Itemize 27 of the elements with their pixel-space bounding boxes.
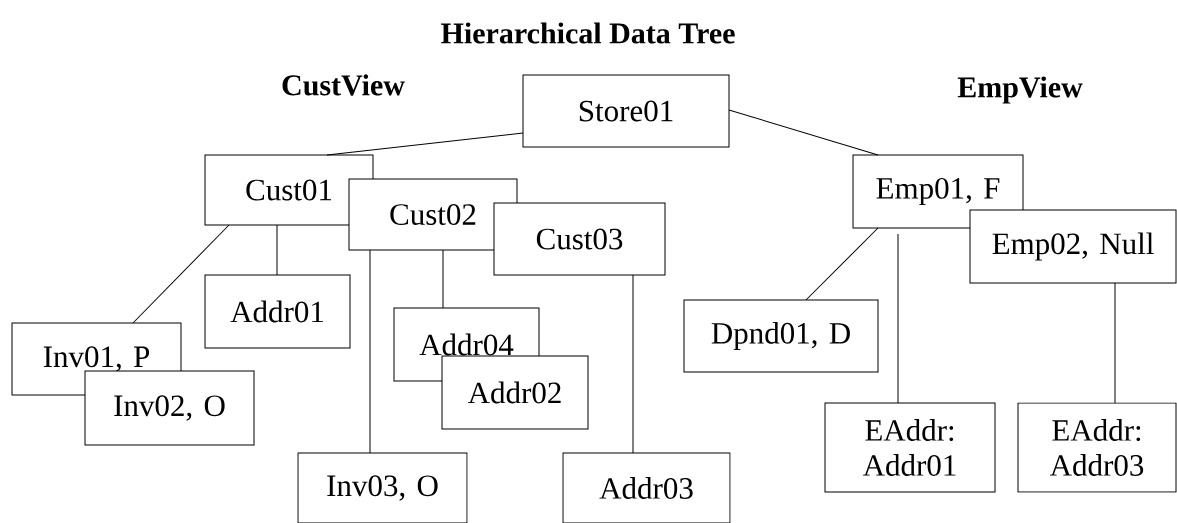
tree-box: Inv03, O bbox=[297, 452, 468, 523]
view-label: EmpView bbox=[957, 76, 1083, 104]
tree-box: Cust03 bbox=[493, 202, 666, 276]
tree-box: EAddr: Addr01 bbox=[824, 402, 996, 493]
tree-box: Cust02 bbox=[348, 178, 518, 251]
connector-line bbox=[326, 132, 524, 156]
connector-line bbox=[442, 249, 444, 309]
connector-line bbox=[369, 249, 371, 454]
tree-box: Dpnd01, D bbox=[683, 299, 879, 373]
connector-line bbox=[897, 233, 899, 404]
connector-line bbox=[728, 109, 879, 156]
tree-box: Inv02, O bbox=[84, 370, 255, 446]
tree-box: EAddr: Addr03 bbox=[1017, 402, 1177, 493]
tree-box: Addr02 bbox=[441, 355, 589, 430]
diagram-title: Hierarchical Data Tree bbox=[441, 22, 735, 44]
tree-box: Addr03 bbox=[562, 452, 731, 523]
tree-box: Store01 bbox=[522, 74, 730, 148]
tree-box: Addr01 bbox=[204, 274, 351, 349]
connector-line bbox=[132, 224, 230, 324]
tree-box: Emp01, F bbox=[852, 154, 1024, 229]
connector-line bbox=[276, 224, 278, 276]
tree-box: Cust01 bbox=[204, 154, 374, 226]
tree-box: Emp02, Null bbox=[969, 209, 1177, 284]
connector-line bbox=[1114, 282, 1116, 404]
connector-line bbox=[632, 274, 634, 454]
view-label: CustView bbox=[282, 74, 405, 96]
connector-line bbox=[805, 227, 879, 301]
